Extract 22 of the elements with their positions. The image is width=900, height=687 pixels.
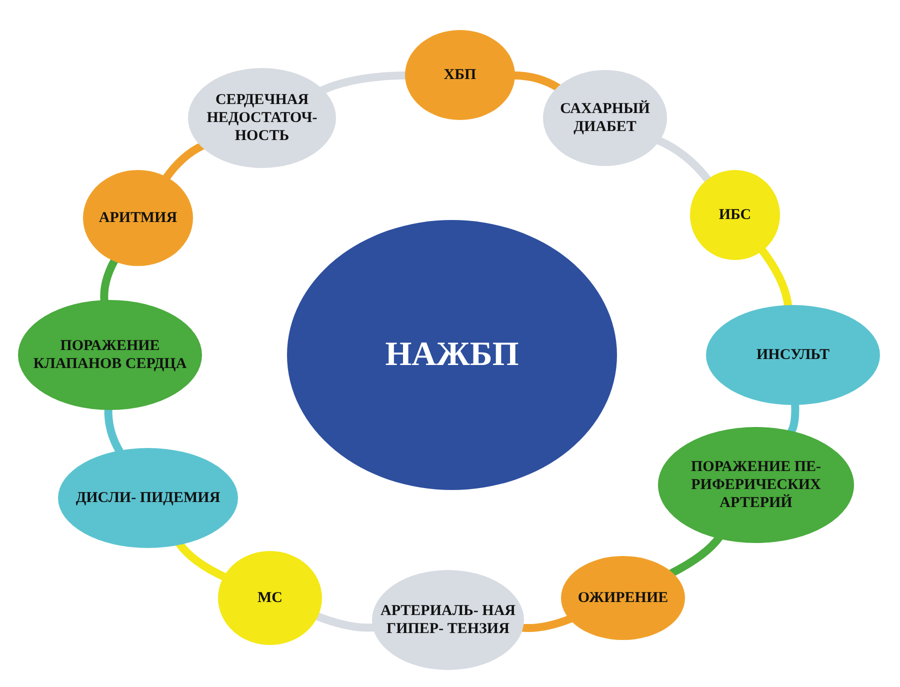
- connector-line: [520, 614, 572, 632]
- connector-line: [656, 136, 712, 183]
- connector-line: [100, 258, 118, 302]
- connector-line: [758, 247, 792, 308]
- connector-line: [320, 71, 407, 94]
- node-label: ХБП: [444, 66, 476, 84]
- node-label: ОЖИРЕНИЕ: [578, 589, 668, 607]
- node-label: САХАРНЫЙ ДИАБЕТ: [559, 100, 651, 136]
- connector-line: [314, 612, 376, 632]
- node-label: МС: [258, 589, 282, 607]
- node-label: ИБС: [718, 206, 752, 224]
- node-label: АРТЕРИАЛЬ- НАЯ ГИПЕР- ТЕНЗИЯ: [379, 602, 517, 638]
- node-label: ПОРАЖЕНИЕ КЛАПАНОВ СЕРДЦА: [32, 337, 188, 373]
- node-label: ДИСЛИ- ПИДЕМИЯ: [76, 489, 220, 507]
- node-label: СЕРДЕЧНАЯ НЕДОСТАТОЧ- НОСТЬ: [206, 91, 318, 145]
- connector-line: [669, 534, 723, 578]
- node-label: АРИТМИЯ: [98, 209, 178, 227]
- node-label: ИНСУЛЬТ: [756, 346, 830, 364]
- connector-line: [162, 142, 205, 181]
- node-label: ПОРАЖЕНИЕ ПЕ- РИФЕРИЧЕСКИХ АРТЕРИЙ: [690, 458, 822, 512]
- connector-line: [513, 71, 561, 92]
- node-label: НАЖБП: [385, 334, 519, 375]
